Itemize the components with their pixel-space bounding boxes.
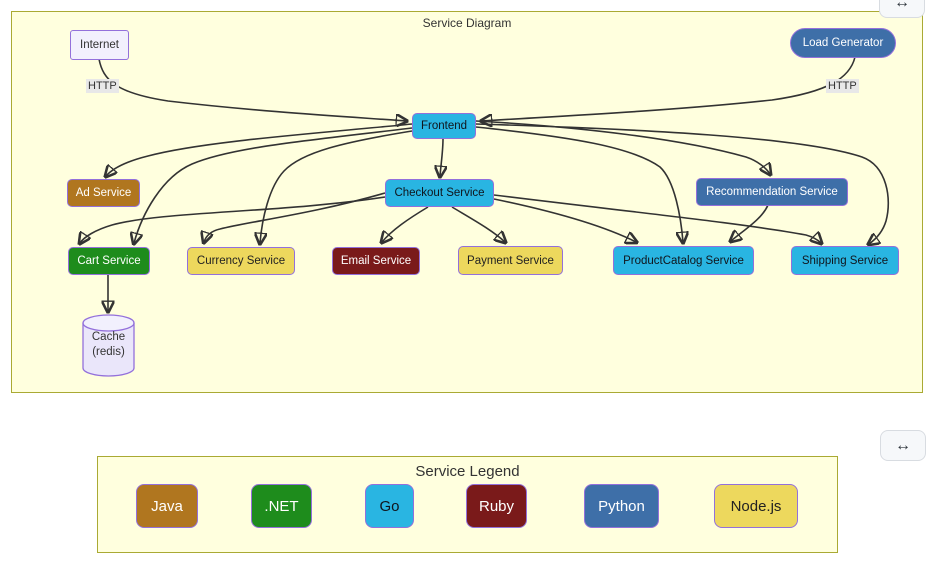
expand-arrows-icon: ↔	[895, 436, 911, 454]
service-legend-panel: Service Legend Java .NET Go Ruby Python …	[97, 456, 838, 553]
legend-item-nodejs: Node.js	[714, 484, 798, 528]
node-cache-redis-cylinder	[82, 314, 135, 377]
node-recommendation-service: Recommendation Service	[696, 178, 848, 206]
diagram-title: Service Diagram	[422, 16, 512, 30]
expand-diagram-button[interactable]: ↔	[879, 0, 925, 18]
legend-item-dotnet: .NET	[251, 484, 312, 528]
node-shipping-service: Shipping Service	[791, 246, 899, 275]
legend-item-go: Go	[365, 484, 414, 528]
node-frontend: Frontend	[412, 113, 476, 139]
cache-label-line2: (redis)	[92, 346, 125, 358]
legend-item-java: Java	[136, 484, 198, 528]
legend-title: Service Legend	[415, 463, 520, 480]
node-ad-service: Ad Service	[67, 179, 140, 207]
node-currency-service: Currency Service	[187, 247, 295, 275]
node-email-service: Email Service	[332, 247, 420, 275]
node-cart-service: Cart Service	[68, 247, 150, 275]
node-cache-redis-label: Cache (redis)	[82, 330, 135, 360]
legend-item-python: Python	[584, 484, 659, 528]
node-internet: Internet	[70, 30, 129, 60]
node-checkout-service: Checkout Service	[385, 179, 494, 207]
node-load-generator: Load Generator	[790, 28, 896, 58]
legend-item-ruby: Ruby	[466, 484, 527, 528]
node-payment-service: Payment Service	[458, 246, 563, 275]
edge-label-http-left: HTTP	[86, 79, 119, 93]
expand-arrows-icon: ↔	[894, 0, 910, 11]
expand-legend-button[interactable]: ↔	[880, 430, 926, 461]
node-productcatalog-service: ProductCatalog Service	[613, 246, 754, 275]
cache-label-line1: Cache	[91, 331, 126, 343]
edge-label-http-right: HTTP	[826, 79, 859, 93]
